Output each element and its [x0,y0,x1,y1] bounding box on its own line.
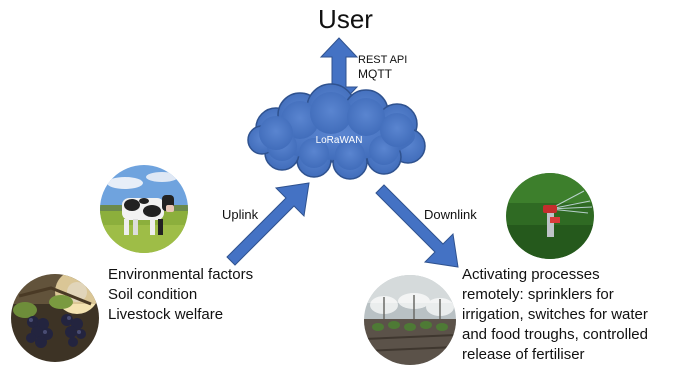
cow-photo [100,165,188,253]
grapes-photo [11,274,99,362]
actuation-line: and food troughs, controlled [462,326,648,343]
mqtt-label: MQTT [358,67,392,81]
uplink-label: Uplink [222,207,259,222]
actuation-line: remotely: sprinklers for [462,286,614,303]
uplink-arrow [226,182,310,266]
user-title: User [318,4,373,34]
actuation-line: irrigation, switches for water [462,306,648,323]
sensor-item: Environmental factors [108,266,254,283]
actuation-description: Activating processes remotely: sprinkler… [462,265,648,365]
sensor-data-list: Environmental factors Soil condition Liv… [108,265,253,325]
actuation-line: release of fertiliser [462,346,585,363]
cloud-label: LoRaWAN [316,135,363,146]
sensor-item: Soil condition [108,286,198,303]
irrigation-photo [364,275,456,365]
downlink-label: Downlink [424,207,477,222]
rest-api-label: REST API [358,54,408,66]
downlink-arrow [375,184,459,268]
api-protocols-label: REST API MQTT [358,53,407,81]
sensor-item: Livestock welfare [108,306,224,323]
actuation-line: Activating processes [462,266,600,283]
sprinkler-photo [506,173,594,259]
